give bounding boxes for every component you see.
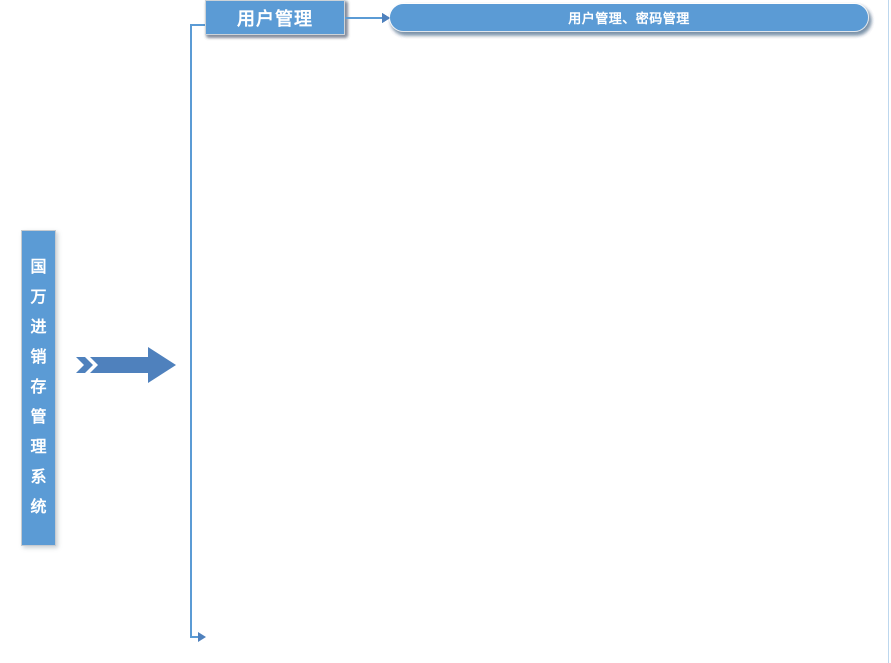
root-node: 国万进销存管理系统: [21, 230, 56, 546]
trunk-arrowhead-icon: [198, 632, 206, 642]
detail-pill-user-management: 用户管理、密码管理: [390, 4, 868, 31]
branch-node-user-management: 用户管理: [205, 0, 345, 35]
root-node-label: 国万进销存管理系统: [30, 259, 47, 516]
trunk-connector-vertical: [190, 25, 192, 637]
connector-line: [345, 16, 384, 19]
trunk-connector-bottom-stub: [190, 636, 199, 638]
connector-arrowhead-icon: [382, 12, 390, 23]
page-edge-line: [888, 0, 889, 663]
branch-connector: [345, 0, 390, 35]
root-arrow-icon: [76, 347, 176, 383]
branch-row: 用户管理 用户管理、密码管理: [205, 0, 868, 35]
trunk-connector-top-stub: [190, 24, 205, 26]
